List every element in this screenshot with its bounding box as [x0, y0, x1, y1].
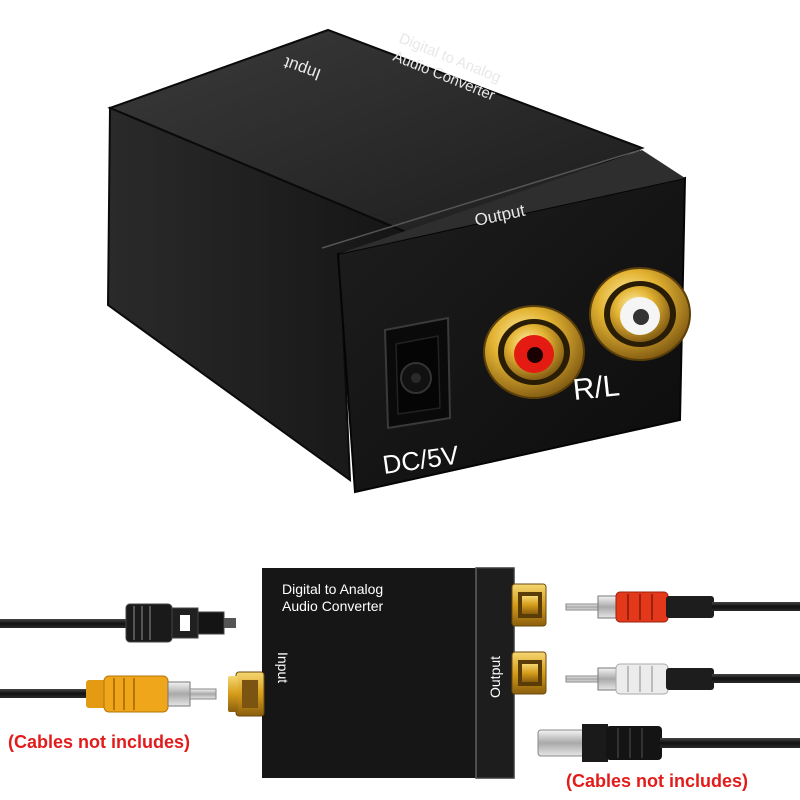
rca-jack-red	[483, 305, 585, 399]
output-jack-bottom	[511, 651, 547, 695]
diagram-title-line1: Digital to Analog	[282, 581, 383, 597]
dc-power-jack	[383, 316, 452, 430]
diagram-input-label: Input	[275, 652, 291, 683]
coaxial-cable-orange	[0, 675, 217, 713]
optical-cable	[0, 603, 236, 643]
note-cables-right: (Cables not includes)	[566, 771, 748, 791]
diagram-title-line2: Audio Converter	[282, 598, 384, 614]
connection-diagram: Digital to Analog Audio Converter Input …	[0, 567, 800, 791]
diagram-box-body	[262, 568, 514, 778]
rca-jack-white	[589, 267, 691, 361]
rca-cable-white	[565, 663, 800, 695]
dc-power-plug	[537, 724, 800, 762]
diagram-output-label: Output	[487, 656, 503, 698]
rca-cable-red	[565, 591, 800, 623]
note-cables-left: (Cables not includes)	[8, 732, 190, 752]
output-jack-top	[511, 583, 547, 627]
port-label-rl: R/L	[571, 369, 621, 407]
coaxial-input-jack	[228, 671, 265, 717]
converter-box-3d: Input Digital to Analog Audio Converter …	[106, 28, 691, 494]
